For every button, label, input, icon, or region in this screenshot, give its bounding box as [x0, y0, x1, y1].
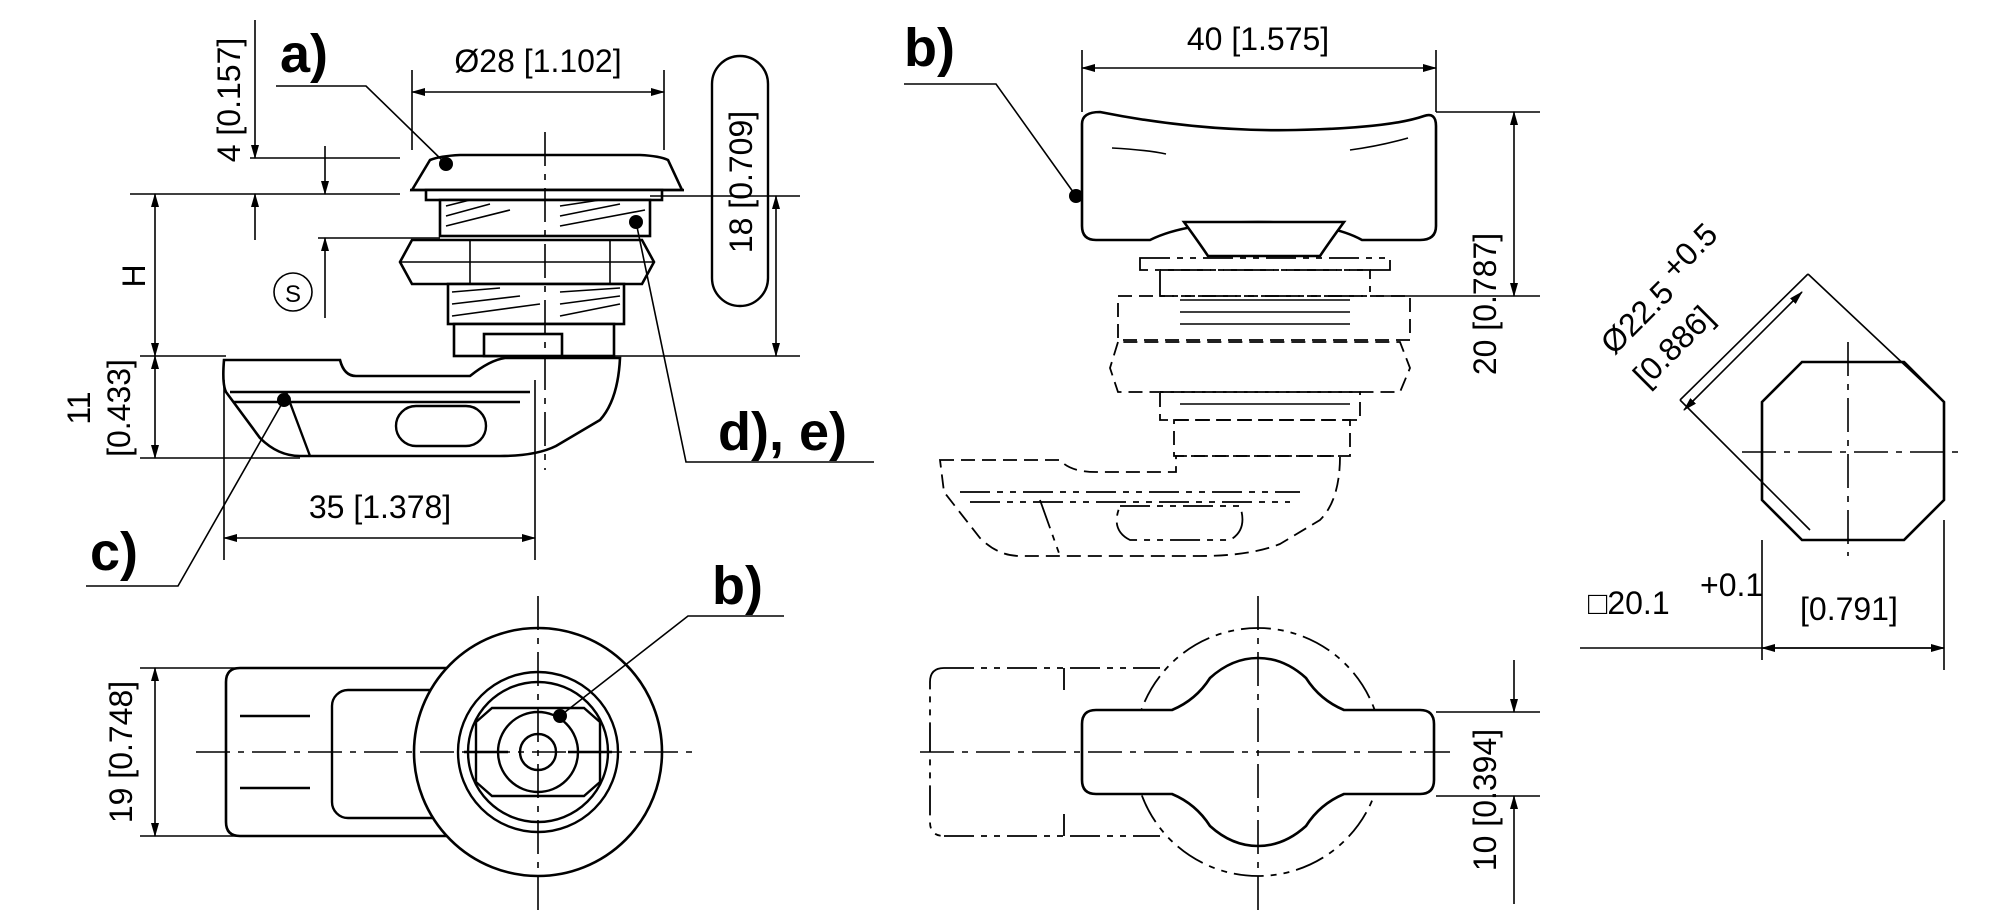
wing-knob-top-dimensions: 10 [0.394]: [1436, 660, 1540, 904]
wing-thickness-dim: 10 [0.394]: [1467, 729, 1503, 871]
s-symbol: S: [285, 281, 301, 308]
wing-width-dim: 40 [1.575]: [1187, 21, 1329, 57]
head-height-dim: 4 [0.157]: [211, 38, 247, 163]
callout-b-wing: b): [904, 18, 955, 78]
side-view-cam-lock: [222, 132, 685, 470]
top-view-cam-lock: [196, 596, 692, 910]
head-diameter-dim: Ø28 [1.102]: [454, 43, 621, 79]
h-dim: H: [116, 264, 152, 287]
cam-height-dim-bottom: [0.433]: [101, 359, 137, 457]
wing-knob-side-dimensions: 40 [1.575] 20 [0.787] b): [904, 18, 1540, 375]
top-view-dimensions: 19 [0.748] b): [103, 556, 784, 837]
wing-knob-top-view: [920, 596, 1450, 910]
panel-cutout: [1742, 342, 1966, 556]
side-view-callouts: a) c) d), e): [86, 24, 874, 587]
wing-height-dim: 20 [0.787]: [1467, 233, 1503, 375]
wing-knob-side-view: [938, 110, 1438, 557]
thread-length-dim: 18 [0.709]: [723, 111, 759, 253]
cutout-square-tol: +0.1: [1700, 567, 1763, 603]
cam-width-dim: 19 [0.748]: [103, 681, 139, 823]
side-view-dimensions: Ø28 [1.102] 4 [0.157] S H 18 [0.709] 11 …: [61, 20, 800, 560]
callout-c: c): [90, 522, 138, 582]
callout-b-top-view: b): [712, 556, 763, 616]
cutout-square-inch: [0.791]: [1800, 591, 1898, 627]
cam-height-dim-top: 11: [61, 391, 97, 424]
callout-de: d), e): [718, 402, 847, 462]
callout-a: a): [280, 24, 328, 84]
cutout-square-main: □20.1: [1588, 585, 1670, 621]
cutout-diameter-tol: +0.5: [1654, 216, 1724, 286]
cam-length-dim: 35 [1.378]: [309, 489, 451, 525]
